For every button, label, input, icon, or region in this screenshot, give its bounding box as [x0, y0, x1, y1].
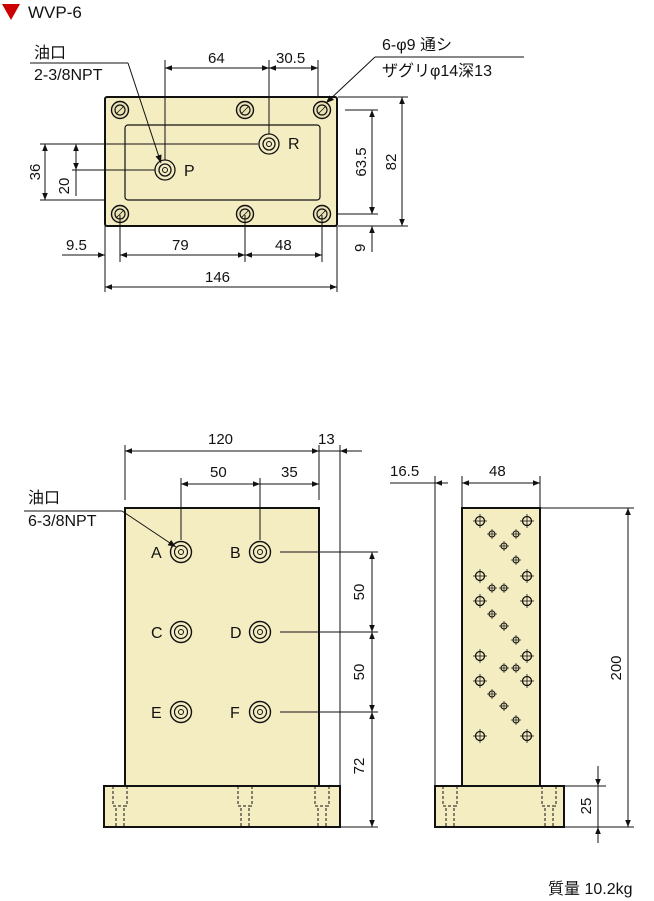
port-d-label: D — [230, 625, 242, 642]
front-oil-port-spec: 6-3/8NPT — [28, 513, 97, 530]
dim-25: 25 — [578, 798, 595, 815]
port-e-label: E — [151, 705, 162, 722]
dim-16-5: 16.5 — [390, 463, 419, 480]
dim-36: 36 — [27, 164, 44, 181]
dim-9: 9 — [352, 244, 369, 252]
top-view-plate — [104, 96, 338, 227]
small-hole-icon — [511, 529, 521, 539]
side-base-hidden-bores — [442, 786, 557, 827]
hidden-bore-icon — [314, 786, 330, 827]
mounting-hole-icon — [473, 729, 487, 743]
port-b-icon — [248, 540, 272, 564]
port-c-icon — [169, 620, 193, 644]
port-c-label: C — [151, 625, 163, 642]
counterbore-hole-icon — [312, 100, 332, 120]
dim-120: 120 — [208, 431, 233, 448]
dim-50-horizontal: 50 — [210, 464, 227, 481]
front-view-base — [103, 785, 341, 828]
small-hole-icon — [499, 621, 509, 631]
counterbore-holes — [110, 100, 332, 224]
drawing-title: WVP-6 — [28, 3, 82, 22]
hole-note-1: 6-φ9 通シ — [382, 36, 452, 54]
mounting-hole-icon — [520, 674, 534, 688]
front-ports: A B C D E F — [151, 540, 272, 724]
hidden-bore-icon — [112, 786, 128, 827]
dim-50-vertical-2: 50 — [351, 664, 368, 681]
hidden-bore-icon — [541, 786, 557, 827]
dim-63-5: 63.5 — [353, 147, 370, 176]
front-view: A B C D E F 120 13 50 35 50 50 72 油口 6-3/8NPT — [24, 431, 378, 828]
port-a-icon — [169, 540, 193, 564]
dim-13: 13 — [318, 431, 335, 448]
hidden-bore-icon — [442, 786, 458, 827]
dim-35: 35 — [281, 464, 298, 481]
port-p-label: P — [184, 163, 195, 180]
port-f-icon — [248, 700, 272, 724]
title-marker-icon — [2, 4, 20, 20]
small-hole-icon — [511, 715, 521, 725]
small-hole-icon — [499, 541, 509, 551]
dim-82: 82 — [383, 154, 400, 171]
side-view-column — [461, 507, 541, 787]
hole-note-2: ザグリφ14深13 — [382, 62, 492, 80]
small-hole-icon — [487, 689, 497, 699]
side-view: 16.5 48 200 25 — [390, 463, 634, 843]
top-view: P R 64 30.5 36 20 63.5 82 9 — [27, 36, 524, 292]
counterbore-hole-icon — [235, 204, 255, 224]
mounting-hole-icon — [520, 649, 534, 663]
top-view-recess — [124, 124, 321, 201]
dim-48-side: 48 — [489, 463, 506, 480]
mass-label: 質量 10.2kg — [548, 880, 633, 898]
small-hole-icon — [499, 701, 509, 711]
mounting-hole-icon — [520, 594, 534, 608]
mounting-hole-icon — [473, 594, 487, 608]
dim-72: 72 — [351, 758, 368, 775]
counterbore-hole-icon — [110, 100, 130, 120]
front-base-hidden-bores — [112, 786, 330, 827]
mounting-hole-icon — [473, 569, 487, 583]
hidden-bore-icon — [237, 786, 253, 827]
small-hole-icon — [511, 555, 521, 565]
small-hole-icon — [511, 635, 521, 645]
small-hole-icon — [499, 663, 509, 673]
dim-64: 64 — [208, 50, 225, 67]
mounting-hole-icon — [520, 569, 534, 583]
small-hole-icon — [487, 609, 497, 619]
port-d-icon — [248, 620, 272, 644]
mounting-hole-icon — [473, 514, 487, 528]
port-e-icon — [169, 700, 193, 724]
small-hole-icon — [511, 663, 521, 673]
small-hole-icon — [499, 583, 509, 593]
top-oil-port-title: 油口 — [34, 44, 66, 62]
side-view-holes — [473, 514, 534, 743]
port-a-label: A — [151, 545, 162, 562]
front-oil-port-title: 油口 — [28, 489, 60, 507]
port-b-label: B — [230, 545, 241, 562]
mounting-hole-icon — [520, 729, 534, 743]
dim-48-top: 48 — [275, 237, 292, 254]
mounting-hole-icon — [520, 514, 534, 528]
dim-79: 79 — [172, 237, 189, 254]
port-f-label: F — [230, 705, 240, 722]
dim-50-vertical-1: 50 — [351, 584, 368, 601]
dim-146: 146 — [205, 269, 230, 286]
mounting-hole-icon — [473, 674, 487, 688]
dim-20: 20 — [56, 178, 73, 195]
front-view-column — [124, 507, 320, 787]
dim-200: 200 — [608, 655, 625, 680]
dim-30-5: 30.5 — [276, 50, 305, 67]
counterbore-hole-icon — [235, 100, 255, 120]
small-hole-icon — [487, 529, 497, 539]
port-r-label: R — [288, 136, 300, 153]
mounting-hole-icon — [473, 649, 487, 663]
top-oil-port-spec: 2-3/8NPT — [34, 67, 103, 84]
dim-9-5: 9.5 — [66, 237, 87, 254]
small-hole-icon — [487, 583, 497, 593]
